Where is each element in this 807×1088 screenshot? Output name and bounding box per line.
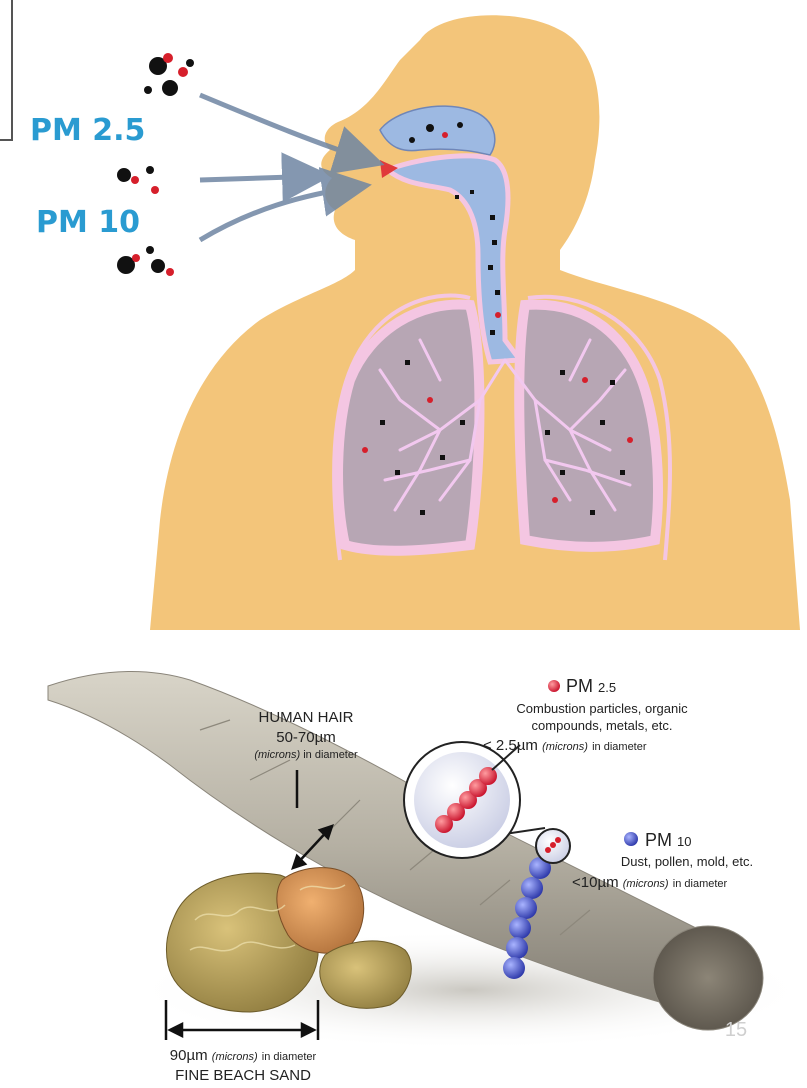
size-comparison-illustration: HUMAN HAIR 50-70µm (microns) in diameter… [48, 672, 807, 1084]
pm25-title: PM 2.5 [566, 676, 616, 696]
pm25-size-line: < 2.5µm (microns) in diameter [483, 737, 647, 754]
pm10-size-line: <10µm (microns) in diameter [572, 874, 728, 891]
pm25-label: PM 2.5 [30, 113, 145, 148]
pm10-title-main: PM [645, 830, 672, 850]
hair-title: HUMAN HAIR [258, 709, 353, 726]
pm10-caption: PM 10 Dust, pollen, mold, etc. <10µm (mi… [572, 830, 753, 891]
pm10-note-italic: (microns) [623, 878, 669, 890]
pm25-line2: compounds, metals, etc. [532, 718, 673, 733]
respiratory-illustration: PM 2.5 PM 10 [0, 0, 800, 630]
pm10-note-rest: in diameter [673, 878, 728, 890]
hair-note-italic: (microns) [254, 749, 300, 761]
pm10-title: PM 10 [645, 830, 691, 850]
sand-title: FINE BEACH SAND [175, 1067, 311, 1084]
sand-grain-small [320, 941, 412, 1008]
pm25-magnified [404, 742, 520, 858]
pm25-note-italic: (microns) [542, 741, 588, 753]
pm10-line1: Dust, pollen, mold, etc. [621, 854, 753, 869]
sand-size-line: 90µm (microns) in diameter [170, 1047, 317, 1064]
hair-cross-section [653, 926, 763, 1030]
pm25-note-rest: in diameter [592, 741, 647, 753]
airborne-particles [117, 53, 194, 276]
sand-note-italic: (microns) [212, 1051, 258, 1063]
sand-size: 90µm [170, 1047, 208, 1064]
pm25-line1: Combustion particles, organic [516, 701, 688, 716]
pm10-legend-dot [624, 832, 638, 846]
pm10-label: PM 10 [36, 205, 140, 240]
hair-size: 50-70µm [276, 729, 336, 746]
pm25-legend-dot [548, 680, 560, 692]
pm25-size: < 2.5µm [483, 737, 538, 754]
pm10-title-sub: 10 [677, 834, 691, 849]
pm25-title-main: PM [566, 676, 593, 696]
hair-note-rest: in diameter [303, 749, 358, 761]
pm25-zoom-source [536, 829, 570, 863]
sand-caption: 90µm (microns) in diameter FINE BEACH SA… [170, 1047, 317, 1084]
slide-number: 15 [725, 1019, 747, 1041]
hair-diameter-note: (microns) in diameter [254, 749, 358, 761]
pm10-size: <10µm [572, 874, 619, 891]
sand-note-rest: in diameter [262, 1051, 317, 1063]
frame-border [0, 0, 12, 140]
pm25-title-sub: 2.5 [598, 680, 616, 695]
pm25-caption: PM 2.5 Combustion particles, organic com… [483, 676, 688, 754]
